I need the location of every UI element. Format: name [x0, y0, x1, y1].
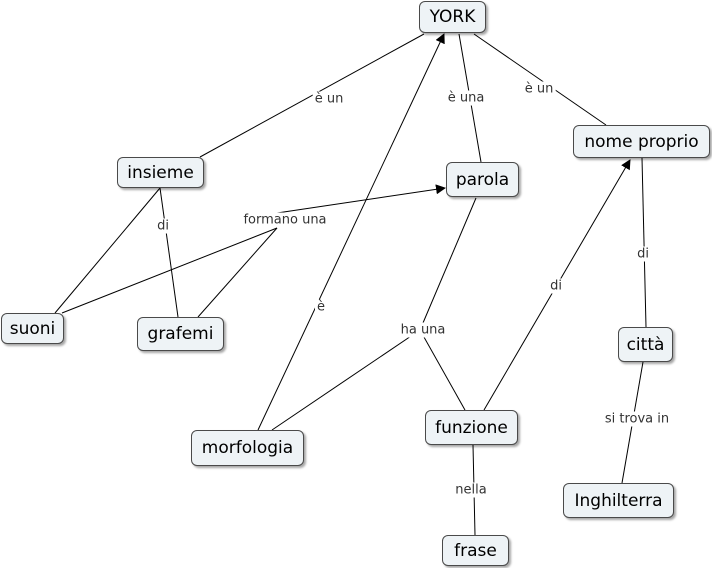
edge-haun-morfologia — [271, 329, 421, 431]
concept-suoni[interactable]: suoni — [1, 313, 64, 344]
link-label-e: è — [315, 299, 327, 315]
concept-frase[interactable]: frase — [442, 535, 509, 566]
concept-label: funzione — [435, 417, 508, 438]
link-label-ha-una: ha una — [398, 322, 448, 338]
concept-grafemi[interactable]: grafemi — [137, 317, 224, 351]
edge-nomeproprio-citta — [641, 157, 647, 328]
link-label-e-una: è una — [445, 90, 487, 106]
link-label-si-trova-in: si trova in — [602, 411, 672, 427]
concept-nome-proprio[interactable]: nome proprio — [573, 125, 710, 158]
concept-label: frase — [454, 540, 497, 561]
edge-haun-funzione — [419, 329, 466, 411]
concept-insieme[interactable]: insieme — [117, 157, 204, 188]
link-label-di: di — [548, 278, 564, 294]
link-label-e-un: è un — [312, 91, 346, 107]
edge-insieme-suoni — [54, 187, 161, 314]
link-label-di: di — [635, 246, 651, 262]
concept-label: grafemi — [147, 324, 214, 344]
concept-label: YORK — [429, 7, 476, 27]
edge-suoni-formano — [61, 227, 278, 314]
edge-insieme-york — [199, 33, 425, 158]
edge-insieme-grafemi — [159, 187, 179, 318]
concept-label: parola — [455, 169, 510, 190]
concept-label: nome proprio — [584, 131, 699, 152]
concept-label: Inghilterra — [574, 490, 663, 511]
concept-inghilterra[interactable]: Inghilterra — [563, 483, 674, 518]
concept-parola[interactable]: parola — [446, 162, 519, 197]
edge-morfologia-york — [257, 33, 445, 431]
edge-parola-haun — [419, 197, 477, 331]
concept-york[interactable]: YORK — [419, 1, 486, 33]
concept-label: morfologia — [201, 438, 294, 458]
edge-formano-parola — [276, 184, 446, 214]
edge-grafemi-formano — [197, 227, 278, 318]
concept-label: città — [626, 334, 665, 355]
edge-york-nomeproprio — [473, 33, 607, 126]
link-label-formano-una: formano una — [241, 212, 329, 228]
concept-morfologia[interactable]: morfologia — [191, 430, 304, 466]
concept-funzione[interactable]: funzione — [425, 410, 518, 445]
link-label-nella: nella — [453, 482, 489, 498]
concept-citta[interactable]: città — [618, 327, 673, 362]
link-label-di: di — [155, 218, 171, 234]
concept-label: insieme — [127, 162, 194, 183]
concept-label: suoni — [9, 318, 56, 339]
link-label-e-un: è un — [522, 81, 556, 97]
